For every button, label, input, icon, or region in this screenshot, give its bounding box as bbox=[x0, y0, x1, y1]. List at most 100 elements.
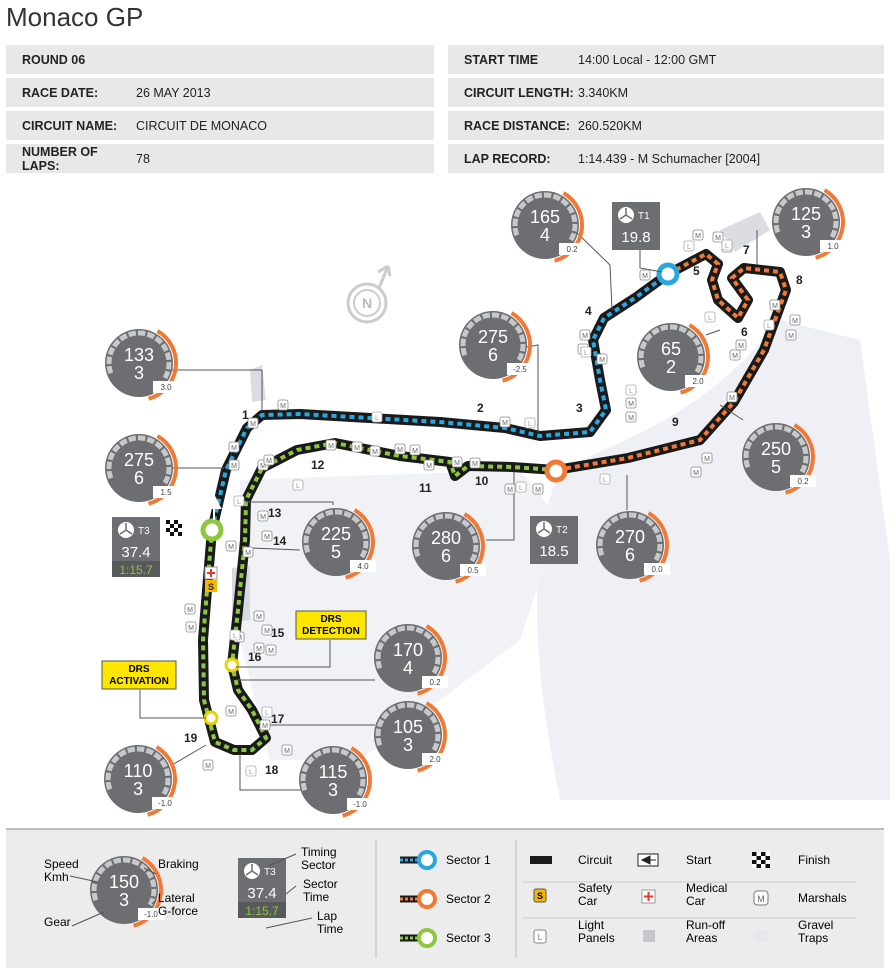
gauge-core bbox=[114, 755, 162, 803]
svg-text:M: M bbox=[256, 614, 262, 621]
gauge-braking-arc bbox=[148, 329, 178, 401]
gauge-tick bbox=[744, 440, 753, 450]
gauge-tick bbox=[107, 451, 116, 461]
gauge-tick bbox=[472, 544, 479, 553]
gauge-tick bbox=[137, 330, 146, 337]
svg-text:Sector 1: Sector 1 bbox=[446, 853, 491, 867]
finish-flag-icon bbox=[166, 520, 182, 536]
gauge-braking-arc bbox=[147, 745, 177, 817]
marshal-icon: M bbox=[261, 624, 273, 636]
gauge-tick bbox=[162, 475, 171, 485]
legend-sector1: Sector 1 bbox=[400, 850, 491, 870]
gauge-tick bbox=[779, 197, 788, 207]
gauge-tick bbox=[694, 364, 703, 374]
info-label: CIRCUIT LENGTH: bbox=[464, 85, 574, 100]
gauge-core bbox=[469, 321, 517, 369]
gauge-tick bbox=[656, 543, 663, 552]
gauge-tick bbox=[425, 516, 435, 525]
gauge-tick bbox=[755, 427, 765, 436]
svg-text:M: M bbox=[729, 395, 735, 402]
gauge-tick bbox=[821, 195, 831, 204]
svg-text:M: M bbox=[231, 463, 237, 470]
gauge-lateral-g: -1.0 bbox=[144, 910, 158, 919]
gauge-tick bbox=[686, 330, 696, 339]
gauge-tick bbox=[514, 324, 523, 334]
svg-text:M: M bbox=[264, 534, 270, 541]
gauge-tick bbox=[697, 355, 704, 364]
gauge-tick bbox=[159, 758, 168, 768]
gauge-g-box bbox=[644, 563, 670, 575]
gauge-core bbox=[422, 522, 470, 570]
gauge-g-box bbox=[422, 676, 448, 688]
light-panel-icon: L bbox=[625, 384, 637, 396]
gauge-tick bbox=[309, 517, 318, 527]
svg-text:L: L bbox=[584, 350, 588, 357]
gauge-tick bbox=[461, 328, 470, 338]
gauge-tick bbox=[164, 777, 171, 786]
gauge-tick bbox=[406, 702, 415, 709]
gauge-tick bbox=[348, 753, 358, 762]
marshal-icon: M bbox=[625, 411, 637, 423]
gauge-braking-arc bbox=[148, 434, 178, 506]
timing-sector: T3 bbox=[138, 526, 150, 537]
gauge-tick bbox=[434, 733, 441, 742]
turn-number: 8 bbox=[796, 273, 803, 287]
gauge-tick bbox=[639, 340, 648, 350]
gauge-tick bbox=[375, 728, 382, 737]
light-panel-icon: L bbox=[763, 319, 775, 331]
gauge-tick bbox=[162, 370, 171, 380]
gauge-tick bbox=[137, 435, 146, 442]
turn-number: 13 bbox=[268, 506, 282, 520]
svg-text:M: M bbox=[268, 648, 274, 655]
safety-car-icon bbox=[205, 580, 217, 592]
info-label: RACE DATE: bbox=[22, 85, 99, 100]
gauge-g-box bbox=[790, 475, 816, 487]
gauge-tick bbox=[566, 204, 575, 214]
marshal-icon: M bbox=[394, 443, 406, 455]
gauge-tick bbox=[568, 232, 577, 242]
gauge-tick bbox=[513, 208, 522, 218]
timing-sector: T3 bbox=[264, 867, 276, 878]
gauge-tick bbox=[791, 430, 801, 439]
gauge-g-box bbox=[460, 564, 486, 576]
gauge-lateral-g: 1.5 bbox=[160, 488, 172, 497]
safety-car-label: S bbox=[208, 582, 214, 592]
svg-text:M: M bbox=[599, 357, 605, 364]
gauge-tick bbox=[460, 338, 467, 347]
marshal-icon: M bbox=[228, 459, 240, 471]
turn-number: 17 bbox=[271, 712, 285, 726]
gauge-core bbox=[384, 711, 432, 759]
marshal-icon: M bbox=[184, 603, 196, 615]
gauge-tick bbox=[112, 857, 122, 865]
info-row: RACE DATE:26 MAY 2013 bbox=[6, 78, 434, 107]
gauge-lateral-g: 4.0 bbox=[357, 562, 369, 571]
gauge-tick bbox=[358, 768, 366, 778]
turn-number: 14 bbox=[273, 534, 287, 548]
gauge-tick bbox=[804, 189, 813, 196]
gauge-tick bbox=[161, 786, 170, 796]
gauge-tick bbox=[396, 702, 406, 710]
gauge-tick bbox=[112, 443, 121, 453]
gauge-core bbox=[312, 518, 360, 566]
gauge-tick bbox=[150, 888, 157, 897]
gauge-tick bbox=[783, 425, 793, 434]
turn-number: 11 bbox=[419, 481, 432, 495]
gauge-tick bbox=[413, 539, 420, 548]
svg-text:L: L bbox=[375, 415, 379, 422]
gauge-tick bbox=[359, 778, 366, 787]
sector3-marker bbox=[200, 518, 224, 542]
marshal-icon: M bbox=[265, 644, 277, 656]
gauge-tick bbox=[516, 352, 525, 362]
legend-leader bbox=[267, 853, 297, 867]
gauge-braking-arc bbox=[680, 323, 710, 395]
gauge-tick bbox=[471, 534, 479, 544]
gauge-tick bbox=[147, 897, 156, 907]
gauge-tick bbox=[154, 336, 164, 345]
gauge-tick bbox=[773, 224, 781, 234]
